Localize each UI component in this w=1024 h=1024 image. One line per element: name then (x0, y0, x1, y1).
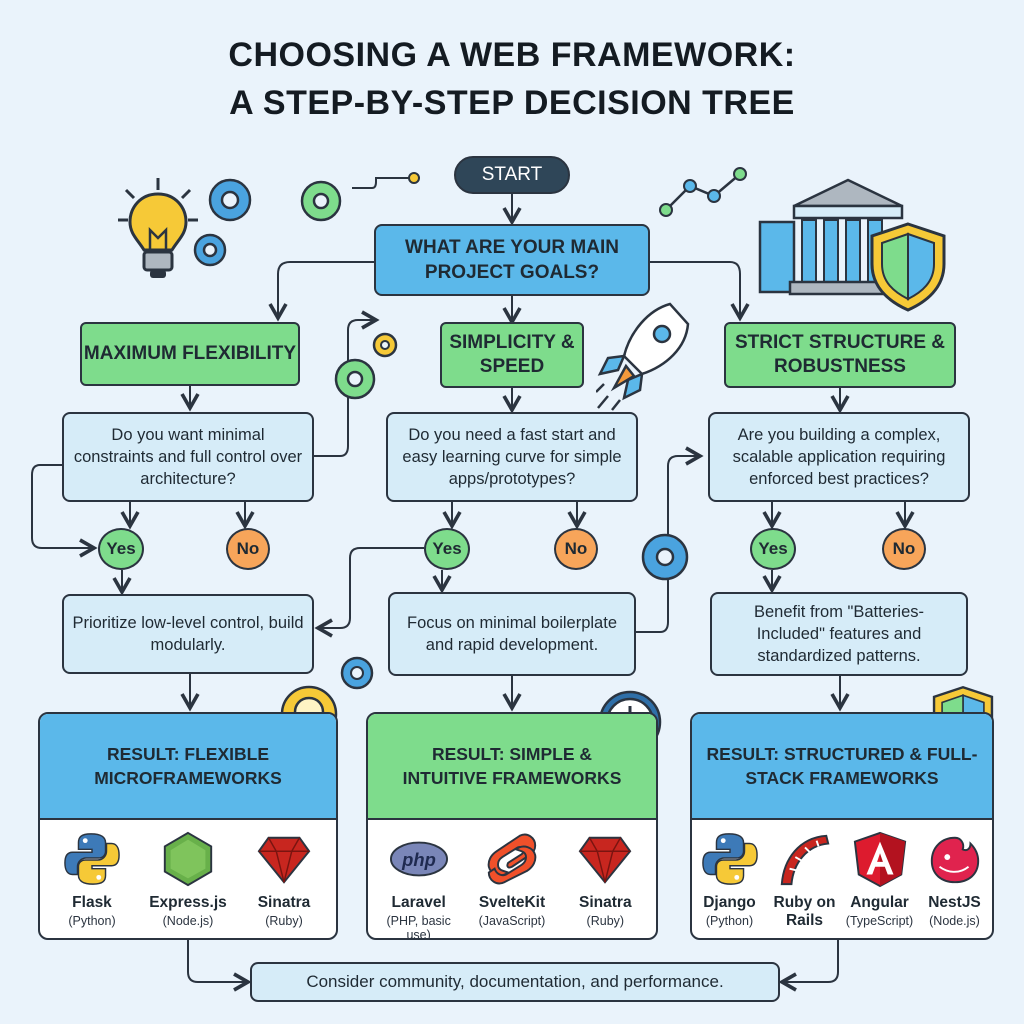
framework-language: (JavaScript) (478, 914, 546, 928)
start-node: START (454, 156, 570, 194)
rails-logo-icon (780, 834, 829, 886)
result-simple-intuitive-frameworks: RESULT: Simple & Intuitive Frameworks ph… (366, 712, 658, 940)
nestjs-logo-icon (930, 836, 979, 884)
framework-django: Django (Python) (693, 830, 767, 932)
python-logo-icon (701, 833, 758, 885)
framework-rails: Ruby on Rails (768, 830, 842, 932)
lightbulb-icon (118, 178, 198, 278)
action-flexibility: Prioritize low-level control, build modu… (62, 594, 314, 674)
rocket-icon (596, 302, 690, 411)
gear-icon (340, 656, 374, 690)
nodejs-logo-icon (163, 831, 213, 887)
category-strict-structure: Strict Structure & Robustness (724, 322, 956, 388)
gear-icon (372, 332, 398, 358)
gear-icon (193, 233, 227, 267)
php-logo-icon: php (389, 841, 448, 877)
framework-name: Sinatra (579, 894, 632, 911)
gear-icon (208, 178, 252, 222)
framework-laravel: php Laravel (PHP, basic use) (373, 830, 465, 940)
result-title: RESULT: Flexible Microframeworks (40, 714, 336, 820)
python-logo-icon (64, 833, 120, 885)
framework-name: Laravel (391, 894, 446, 911)
framework-language: (TypeScript) (845, 914, 914, 928)
framework-language: (Python) (68, 914, 116, 928)
footer-note: Consider community, documentation, and p… (250, 962, 780, 1002)
shield-icon (870, 222, 946, 312)
framework-name: Django (703, 894, 756, 911)
ruby-gem-logo-icon (578, 836, 632, 884)
yes-node-structure: Yes (750, 528, 796, 570)
no-node-simplicity: No (554, 528, 598, 570)
svelte-logo-icon (487, 833, 537, 885)
result-flexible-microframeworks: RESULT: Flexible Microframeworks Flask (… (38, 712, 338, 940)
framework-name: Ruby on Rails (773, 894, 836, 929)
result-title: RESULT: Structured & Full-Stack Framewor… (692, 714, 992, 820)
framework-sveltekit: SvelteKit (JavaScript) (466, 830, 558, 938)
framework-name: NestJS (928, 894, 981, 911)
framework-language: (Node.js) (162, 914, 214, 928)
gear-icon (641, 533, 689, 581)
yes-node-simplicity: Yes (424, 528, 470, 570)
no-node-flexibility: No (226, 528, 270, 570)
gear-icon (300, 180, 342, 222)
result-structured-fullstack-frameworks: RESULT: Structured & Full-Stack Framewor… (690, 712, 994, 940)
question-simplicity: Do you need a fast start and easy learni… (386, 412, 638, 502)
question-structure: Are you building a complex, scalable app… (708, 412, 970, 502)
framework-name: Flask (72, 894, 112, 911)
framework-sinatra: Sinatra (Ruby) (238, 830, 330, 928)
title-line-2: A STEP-BY-STEP DECISION TREE (229, 84, 795, 122)
framework-language: (Node.js) (929, 914, 980, 928)
framework-sinatra: Sinatra (Ruby) (559, 830, 651, 938)
line-graph-icon (352, 172, 420, 189)
bank-building-icon (758, 178, 906, 296)
framework-nestjs: NestJS (Node.js) (918, 830, 992, 932)
framework-language: (Ruby) (265, 914, 303, 928)
framework-express: Express.js (Node.js) (142, 830, 234, 928)
result-title: RESULT: Simple & Intuitive Frameworks (368, 714, 656, 820)
action-structure: Benefit from "Batteries-Included" featur… (710, 592, 968, 676)
framework-flask: Flask (Python) (46, 830, 138, 928)
project-goals-question: What are your main project goals? (374, 224, 650, 296)
gear-icon (334, 358, 376, 400)
category-simplicity-speed: Simplicity & Speed (440, 322, 584, 388)
svg-text:php: php (401, 849, 436, 870)
framework-angular: Angular (TypeScript) (843, 830, 917, 932)
framework-language: (Python) (705, 914, 754, 928)
ruby-gem-logo-icon (257, 836, 311, 884)
angular-logo-icon (853, 831, 906, 888)
no-node-structure: No (882, 528, 926, 570)
framework-name: SvelteKit (478, 894, 546, 911)
framework-language: (PHP, basic use) (386, 914, 451, 940)
question-flexibility: Do you want minimal constraints and full… (62, 412, 314, 502)
framework-language: (Ruby) (586, 914, 625, 928)
category-maximum-flexibility: Maximum Flexibility (80, 322, 300, 386)
yes-node-flexibility: Yes (98, 528, 144, 570)
framework-name: Sinatra (257, 894, 311, 911)
line-graph-icon (659, 167, 747, 217)
title-line-1: CHOOSING A WEB FRAMEWORK: (228, 36, 796, 74)
framework-name: Express.js (149, 894, 227, 911)
framework-name: Angular (850, 894, 909, 911)
action-simplicity: Focus on minimal boilerplate and rapid d… (388, 592, 636, 676)
